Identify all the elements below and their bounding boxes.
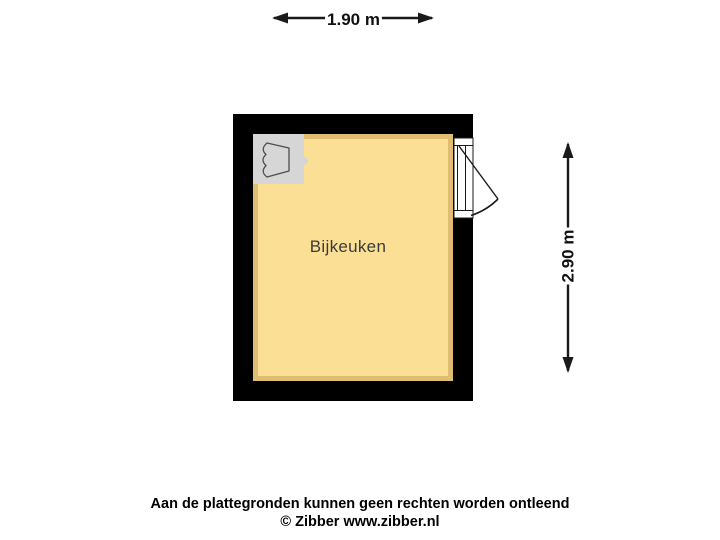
room-floor-shading [253,134,453,381]
door-leaf [458,145,499,200]
arrowhead-right-icon [418,12,434,24]
arrowhead-left-icon [272,12,288,24]
sink-counter [253,134,304,184]
height-dimension-label: 2.90 m [556,227,581,285]
footer: Aan de plattegronden kunnen geen rechten… [0,495,720,531]
footer-disclaimer: Aan de plattegronden kunnen geen rechten… [150,496,570,512]
footer-copyright: © Zibber www.zibber.nl [280,514,440,530]
sink-icon [253,134,308,184]
sink-basin-outline [262,142,290,178]
arrowhead-up-icon [562,142,574,158]
door-icon [453,137,499,219]
width-dimension-label: 1.90 m [325,8,382,31]
arrowhead-down-icon [562,357,574,373]
door-swing-arc [470,198,499,217]
room-name-label: Bijkeuken [309,237,387,256]
door-opening [453,137,474,219]
